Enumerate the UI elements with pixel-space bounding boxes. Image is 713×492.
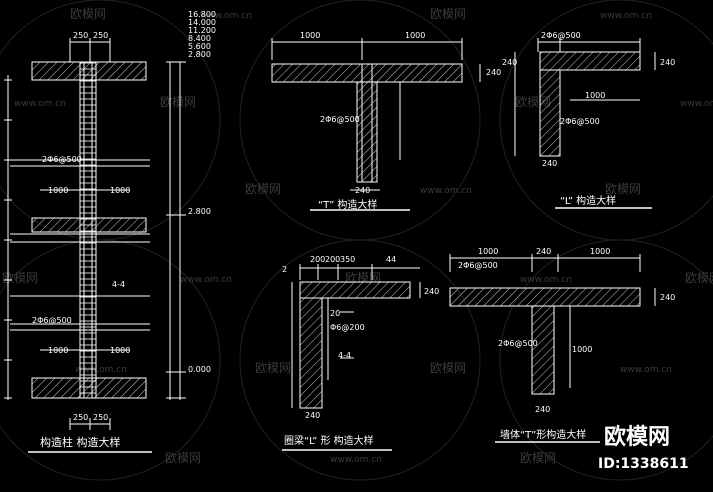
wall-dim: 1000 xyxy=(590,247,610,256)
wall-t-texts: 1000 240 1000 2Φ6@500 2Φ6@500 1000 240 2… xyxy=(458,247,675,441)
elevation-label: 0.000 xyxy=(188,365,211,374)
brand-stamp: 欧模网 ID:1338611 xyxy=(598,424,689,472)
ring-label-20: 20 xyxy=(330,309,340,318)
watermark-url: www.om.cn xyxy=(14,99,66,109)
watermark-brand: 欧模网 xyxy=(165,451,201,465)
watermark-url: www.om.cn xyxy=(200,11,252,21)
l-bottom-note: 2Φ6@500 xyxy=(560,117,600,126)
t-detail xyxy=(271,38,481,211)
brand-logo-text: 欧模网 xyxy=(604,424,670,450)
ring-top-dim: 350 xyxy=(340,255,355,264)
bar-note: 2Φ6@500 xyxy=(42,155,82,164)
t-dim-240: 240 xyxy=(355,186,370,195)
t-detail-texts: 1000 1000 2Φ6@500 240 240 “T” 构造大样 xyxy=(300,31,501,211)
wall-side-240: 240 xyxy=(660,293,675,302)
watermark-url: www.om.cn xyxy=(75,365,127,375)
column-detail-texts: 250 250 16.800 14.000 11.200 8.400 5.600… xyxy=(32,10,216,449)
wall-top-note: 2Φ6@500 xyxy=(458,261,498,270)
t-detail-title: “T” 构造大样 xyxy=(318,198,377,211)
wall-dim: 1000 xyxy=(478,247,498,256)
dim-1000: 1000 xyxy=(110,346,130,355)
watermark-brand: 欧模网 xyxy=(605,182,641,196)
watermark-circle xyxy=(239,239,481,481)
watermark-url: www.om.cn xyxy=(600,11,652,21)
watermark-brand: 欧模网 xyxy=(685,271,713,285)
column-bottom-dim: 250 xyxy=(93,413,108,422)
elevation-label: 5.600 xyxy=(188,42,211,51)
ring-beam-title: 圈梁“L” 形 构造大样 xyxy=(284,434,374,447)
watermark-circle xyxy=(0,239,221,481)
elevation-label: 2.800 xyxy=(188,207,211,216)
elevation-label: 14.000 xyxy=(188,18,216,27)
ring-dim-240: 240 xyxy=(305,411,320,420)
dim-1000: 1000 xyxy=(110,186,130,195)
ring-tie-note: 4-4 xyxy=(338,351,351,360)
brand-id: ID:1338611 xyxy=(598,456,689,472)
watermark-url: www.om.cn xyxy=(680,99,713,109)
t-side-dim: 240 xyxy=(486,68,501,77)
watermark-url: www.om.cn xyxy=(420,186,472,196)
wall-dim: 240 xyxy=(536,247,551,256)
ring-side-240: 240 xyxy=(424,287,439,296)
watermark-brand: 欧模网 xyxy=(255,361,291,375)
l-top-note: 2Φ6@500 xyxy=(541,31,581,40)
l-detail-title: “L” 构造大样 xyxy=(560,194,616,207)
tie-note: 4-4 xyxy=(112,280,125,289)
column-top-dim: 250 xyxy=(73,31,88,40)
t-bar-note: 2Φ6@500 xyxy=(320,115,360,124)
ring-label-2: 2 xyxy=(282,265,287,274)
l-side-240: 240 xyxy=(502,58,517,67)
dim-1000: 1000 xyxy=(48,186,68,195)
column-bottom-dim: 250 xyxy=(73,413,88,422)
elevation-label: 2.800 xyxy=(188,50,211,59)
wall-dim-1000: 1000 xyxy=(572,345,592,354)
watermark-url: www.om.cn xyxy=(520,275,572,285)
wall-bottom-note: 2Φ6@500 xyxy=(498,339,538,348)
l-detail xyxy=(514,38,656,209)
watermark-brand: 欧模网 xyxy=(70,7,106,21)
l-side-240b: 240 xyxy=(660,58,675,67)
elevation-label: 16.800 xyxy=(188,10,216,19)
t-dim: 1000 xyxy=(300,31,320,40)
t-dim: 1000 xyxy=(405,31,425,40)
watermark-circle xyxy=(499,239,713,481)
watermark-url: www.om.cn xyxy=(180,275,232,285)
watermark-url: www.om.cn xyxy=(620,365,672,375)
watermark-url: www.om.cn xyxy=(330,455,382,465)
watermark-brand: 欧模网 xyxy=(245,182,281,196)
elevation-label: 11.200 xyxy=(188,26,216,35)
ring-dim-44: 44 xyxy=(386,255,396,264)
watermark-brand: 欧模网 xyxy=(520,451,556,465)
watermark-brand: 欧模网 xyxy=(430,361,466,375)
bar-note: 2Φ6@500 xyxy=(32,316,72,325)
column-detail-title: 构造柱 构造大样 xyxy=(40,435,121,449)
dim-1000: 1000 xyxy=(48,346,68,355)
ring-beam-texts: 200 200 350 44 2 20 Φ6@200 4-4 240 240 圈… xyxy=(282,255,439,447)
watermark-brand: 欧模网 xyxy=(2,271,38,285)
ring-top-dim: 200 xyxy=(310,255,325,264)
watermark-brand: 欧模网 xyxy=(430,7,466,21)
l-detail-texts: 2Φ6@500 1000 2Φ6@500 240 240 240 “L” 构造大… xyxy=(502,31,675,207)
column-top-dim: 250 xyxy=(93,31,108,40)
watermark-circle xyxy=(0,0,221,241)
elevation-label: 8.400 xyxy=(188,34,211,43)
wall-t-detail xyxy=(449,254,656,443)
l-dim-240: 240 xyxy=(542,159,557,168)
watermark-brand: 欧模网 xyxy=(160,95,196,109)
column-detail xyxy=(4,38,186,453)
ring-top-dim: 200 xyxy=(325,255,340,264)
wall-t-title: 墙体“T”形构造大样 xyxy=(500,428,586,441)
ring-beam-l-detail xyxy=(282,264,421,451)
ring-stirrup: Φ6@200 xyxy=(330,323,365,332)
l-dim-1000: 1000 xyxy=(585,91,605,100)
wall-dim-240: 240 xyxy=(535,405,550,414)
watermark-layer xyxy=(0,0,713,481)
